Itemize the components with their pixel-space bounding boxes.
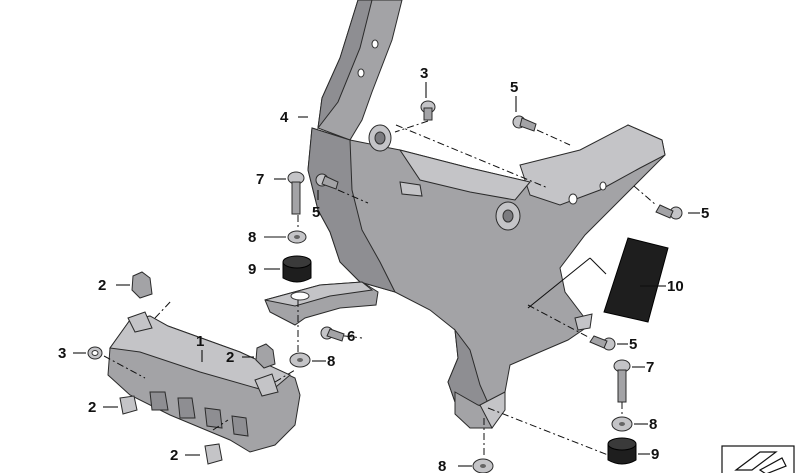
callout-3-left: 3 (58, 345, 66, 362)
callout-2-top: 2 (98, 277, 106, 294)
callout-5-right: 5 (701, 205, 709, 222)
callout-5-top: 5 (510, 79, 518, 96)
parts-catalog-thumbnail-icon[interactable] (721, 445, 795, 473)
callout-8-bottom: 8 (438, 458, 446, 473)
callout-8-upper-left: 8 (248, 229, 256, 246)
callout-7-left: 7 (256, 171, 264, 188)
callout-3-top: 3 (420, 65, 428, 82)
callout-labels: 4 3 5 5 5 5 7 7 8 8 8 8 9 9 10 6 1 2 2 2… (58, 65, 709, 473)
callout-9-left: 9 (248, 261, 256, 278)
callout-5-lower: 5 (629, 336, 637, 353)
callout-10: 10 (667, 278, 684, 295)
callout-leader-lines (73, 82, 700, 467)
callout-4: 4 (280, 109, 289, 126)
callout-8-right: 8 (649, 416, 657, 433)
clip-nut-parts-2 (119, 271, 276, 465)
callout-8-mid: 8 (327, 353, 335, 370)
rubber-mount-parts-9 (282, 255, 637, 465)
washer-parts-8 (287, 230, 633, 473)
adhesive-pad-part-10 (603, 237, 669, 323)
lower-bracket-part-1 (107, 311, 301, 453)
callout-2-mid: 2 (226, 349, 234, 366)
callout-2-bottom: 2 (170, 447, 178, 464)
left-mount-arm (264, 281, 379, 326)
callout-2-left: 2 (88, 399, 96, 416)
callout-6: 6 (347, 328, 355, 345)
callout-7-right: 7 (646, 359, 654, 376)
assembly-center-lines (103, 120, 657, 456)
callout-1: 1 (196, 333, 204, 350)
screw-parts (87, 100, 683, 403)
callout-9-right: 9 (651, 446, 659, 463)
main-bracket-frame (307, 0, 666, 429)
callout-5-left: 5 (312, 204, 320, 221)
